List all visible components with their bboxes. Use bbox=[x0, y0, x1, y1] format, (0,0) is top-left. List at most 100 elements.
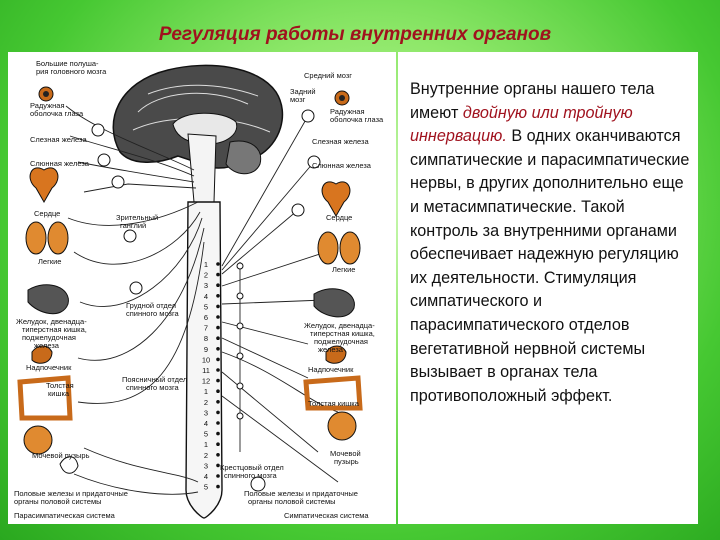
adrenal-left-icon bbox=[31, 345, 53, 364]
spinal-segment-number: 10 bbox=[202, 355, 210, 364]
label-stomach-right: Желудок, двенадца- bbox=[304, 321, 375, 330]
label-stomach-right-3: поджелудочная bbox=[314, 337, 368, 346]
label-hindbrain-2: мозг bbox=[290, 95, 306, 104]
spinal-segment-number: 3 bbox=[204, 461, 208, 470]
spinal-segment-dot bbox=[216, 325, 220, 330]
label-heart-right: Сердце bbox=[326, 213, 352, 222]
label-salivary-right: Слюнная железа bbox=[312, 161, 372, 170]
spinal-segment-number: 4 bbox=[204, 472, 208, 481]
spinal-segment-number: 1 bbox=[204, 260, 208, 269]
label-gonads-left: Половые железы и придаточные bbox=[14, 489, 128, 498]
gonads-left-icon bbox=[59, 456, 79, 474]
label-stomach-left-2: типерстная кишка, bbox=[22, 325, 87, 334]
label-sacral-2: спинного мозга bbox=[224, 471, 278, 480]
label-bladder-left: Мочевой пузырь bbox=[32, 451, 90, 460]
label-colon-left: Толстая bbox=[46, 381, 74, 390]
label-iris-right: Радужная bbox=[330, 107, 365, 116]
label-bladder-right-2: пузырь bbox=[334, 457, 359, 466]
spinal-segment-dot bbox=[216, 421, 220, 425]
spinal-segment-dot bbox=[216, 463, 220, 468]
label-thoracic-2: спинного мозга bbox=[126, 309, 180, 318]
label-lumbar: Поясничный отдел bbox=[122, 375, 187, 384]
lungs-right-icon bbox=[317, 231, 361, 265]
spinal-segment-dot bbox=[216, 378, 220, 383]
stomach-right-icon bbox=[313, 288, 355, 318]
spinal-segment-dot bbox=[216, 431, 220, 436]
label-cerebral-hemispheres-2: рия головного мозга bbox=[36, 67, 107, 76]
spinal-segment-dot bbox=[216, 315, 220, 319]
label-lumbar-2: спинного мозга bbox=[126, 383, 180, 392]
spinal-segment-number: 2 bbox=[204, 398, 208, 407]
spinal-segment-number: 3 bbox=[204, 281, 208, 290]
spinal-cord bbox=[185, 201, 223, 519]
spinal-segment-dot bbox=[216, 389, 220, 394]
label-ciliary-2: ганглий bbox=[120, 221, 146, 230]
heart-right-icon bbox=[321, 181, 351, 218]
spinal-segment-dot bbox=[216, 283, 220, 287]
spinal-segment-dot bbox=[216, 474, 220, 478]
label-iris-left-2: оболочка глаза bbox=[30, 109, 84, 118]
text-highlight: двойную или тройную иннервацию. bbox=[410, 103, 633, 146]
spinal-segment-number: 7 bbox=[204, 324, 208, 333]
spinal-segment-number: 11 bbox=[202, 366, 210, 375]
spinal-segment-dot bbox=[216, 368, 220, 372]
eye-left-icon bbox=[38, 86, 54, 102]
heart-left-icon bbox=[29, 167, 59, 204]
spinal-segment-number: 5 bbox=[204, 483, 208, 492]
label-iris-left: Радужная bbox=[30, 101, 65, 110]
spinal-segment-dot bbox=[216, 272, 220, 277]
spinal-segment-dot bbox=[216, 304, 220, 309]
spinal-segment-dot bbox=[216, 442, 220, 447]
label-ciliary: Зрительный bbox=[116, 213, 158, 222]
label-stomach-left-3: поджелудочная bbox=[22, 333, 76, 342]
brain-illustration bbox=[112, 64, 284, 203]
label-hindbrain: Задний bbox=[290, 87, 316, 96]
label-stomach-left: Желудок, двенадца- bbox=[16, 317, 87, 326]
label-adrenal-left: Надпочечник bbox=[26, 363, 72, 372]
spinal-segment-number: 3 bbox=[204, 408, 208, 417]
label-lungs-left: Легкие bbox=[38, 257, 61, 266]
label-thoracic: Грудной отдел bbox=[126, 301, 176, 310]
description-text: Внутренние органы нашего тела имеют двой… bbox=[398, 52, 698, 524]
text-part-1: Внутренние органы нашего тела имеют bbox=[410, 80, 655, 122]
spinal-segment-dot bbox=[216, 484, 220, 489]
parasympathetic-nerves bbox=[65, 105, 205, 495]
spinal-segment-number: 6 bbox=[204, 313, 208, 322]
adrenal-right-icon bbox=[325, 345, 347, 364]
label-colon-right: Толстая кишка bbox=[308, 399, 360, 408]
label-sympathetic: Симпатическая система bbox=[284, 511, 369, 520]
spinal-segment-dot bbox=[216, 347, 220, 351]
label-lacrimal-left: Слезная железа bbox=[30, 135, 87, 144]
spinal-segment-dot bbox=[216, 262, 220, 266]
label-heart-left: Сердце bbox=[34, 209, 60, 218]
spinal-segment-number: 9 bbox=[204, 345, 208, 354]
slide-title: Регуляция работы внутренних органов bbox=[158, 24, 552, 45]
label-colon-left-2: кишка bbox=[48, 389, 70, 398]
spinal-segment-dot bbox=[216, 336, 220, 341]
ganglia bbox=[91, 109, 321, 492]
spinal-segment-number: 4 bbox=[204, 419, 208, 428]
label-lungs-right: Легкие bbox=[332, 265, 355, 274]
label-stomach-left-4: железа bbox=[34, 341, 60, 350]
spinal-segment-number: 2 bbox=[204, 271, 208, 280]
label-stomach-right-2: типерстная кишка, bbox=[310, 329, 375, 338]
spinal-segment-dot bbox=[216, 410, 220, 415]
organs-right bbox=[303, 90, 363, 441]
eye-right-icon bbox=[334, 90, 350, 106]
label-cerebral-hemispheres: Большие полуша- bbox=[36, 59, 99, 68]
label-gonads-right-2: органы половой системы bbox=[248, 497, 336, 506]
label-stomach-right-4: железа bbox=[318, 345, 344, 354]
spinal-segment-dot bbox=[216, 294, 220, 298]
bladder-right-icon bbox=[327, 411, 357, 441]
spinal-segment-dot bbox=[216, 400, 220, 404]
colon-left-icon bbox=[17, 375, 73, 421]
label-adrenal-right: Надпочечник bbox=[308, 365, 354, 374]
label-lacrimal-right: Слезная железа bbox=[312, 137, 369, 146]
bladder-left-icon bbox=[23, 425, 53, 455]
spinal-segment-number: 8 bbox=[204, 334, 208, 343]
stomach-left-icon bbox=[27, 284, 69, 315]
label-iris-right-2: оболочка глаза bbox=[330, 115, 384, 124]
